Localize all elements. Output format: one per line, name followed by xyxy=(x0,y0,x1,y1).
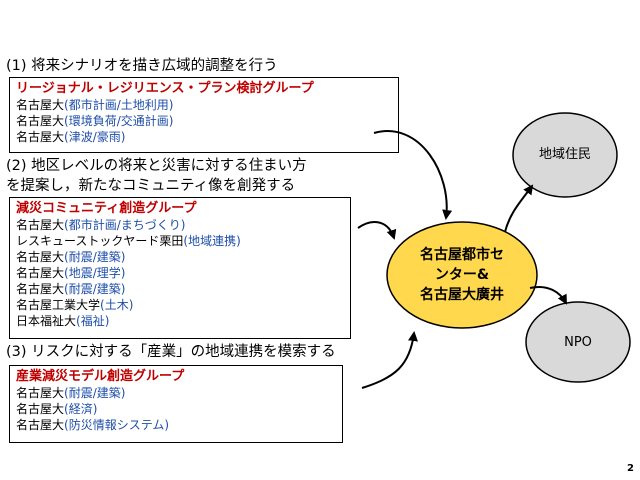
group-box-industry: 産業減災モデル創造グループ 名古屋大(耐震/建築) 名古屋大(経済) 名古屋大(… xyxy=(9,365,343,443)
member-row: 名古屋大(経済) xyxy=(16,402,98,416)
center-label: 名古屋都市セ ンター& 名古屋大廣井 xyxy=(396,245,528,305)
heading-3: (3) リスクに対する「産業」の地域連携を模索する xyxy=(6,344,336,360)
member-row: 名古屋大(環境負荷/交通計画) xyxy=(16,114,174,128)
arrow-group2-to-center xyxy=(357,221,397,240)
arrow-group3-to-center xyxy=(361,331,418,389)
group-title: 減災コミュニティ創造グループ xyxy=(16,201,197,216)
member-row: 名古屋大(耐震/建築) xyxy=(16,282,126,296)
arrow-group1-to-center xyxy=(373,130,453,220)
arrow-center-to-npo xyxy=(529,286,567,305)
residents-label: 地域住民 xyxy=(538,147,591,162)
group-box-regional: リージョナル・レジリエンス・プラン検討グループ 名古屋大(都市計画/土地利用) … xyxy=(9,77,399,153)
heading-2-line2: を提案し，新たなコミュニティ像を創発する xyxy=(6,178,296,194)
center-node xyxy=(386,221,538,329)
member-row: 名古屋大(地震/理学) xyxy=(16,266,126,280)
center-label-line1: 名古屋都市セ xyxy=(420,247,504,263)
member-row: 名古屋大(津波/豪雨) xyxy=(16,130,126,144)
group-title: 産業減災モデル創造グループ xyxy=(16,369,185,384)
page-number: 2 xyxy=(627,463,634,474)
group-box-community: 減災コミュニティ創造グループ 名古屋大(都市計画/まちづくり) レスキューストッ… xyxy=(9,197,351,339)
member-row: 名古屋大(都市計画/土地利用) xyxy=(16,98,174,112)
arrow-center-to-residents xyxy=(504,184,534,233)
residents-node xyxy=(512,112,618,198)
heading-2-line1: (2) 地区レベルの将来と災害に対する住まい方 xyxy=(6,158,307,174)
group-title: リージョナル・レジリエンス・プラン検討グループ xyxy=(16,81,314,96)
center-label-line3: 名古屋大廣井 xyxy=(420,287,504,303)
member-row: 日本福祉大(福祉) xyxy=(16,314,110,328)
member-row: 名古屋大(耐震/建築) xyxy=(16,250,126,264)
npo-label: NPO xyxy=(564,335,592,350)
member-row: 名古屋大(防災情報システム) xyxy=(16,418,170,432)
member-row: 名古屋大(都市計画/まちづくり) xyxy=(16,218,186,232)
center-label-line2: ンター& xyxy=(434,267,490,283)
member-row: 名古屋工業大学(土木) xyxy=(16,298,134,312)
member-row: 名古屋大(耐震/建築) xyxy=(16,386,126,400)
member-row: レスキューストックヤード栗田(地域連携) xyxy=(16,234,241,248)
heading-1: (1) 将来シナリオを描き広域的調整を行う xyxy=(6,58,278,74)
npo-node xyxy=(525,301,631,383)
